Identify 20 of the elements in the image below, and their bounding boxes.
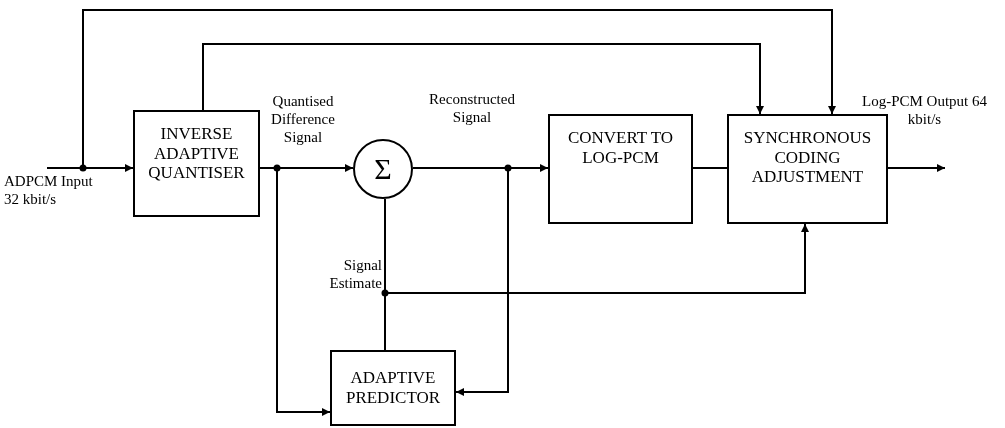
box-label: INVERSE ADAPTIVE QUANTISER: [147, 124, 246, 183]
process-box: [133, 110, 260, 217]
box-label: ADAPTIVE PREDICTOR: [344, 368, 442, 408]
signal-label: Reconstructed Signal: [428, 90, 516, 126]
process-box: [548, 114, 693, 224]
signal-label: Quantised Difference Signal: [270, 92, 336, 146]
arrow: [202, 43, 764, 115]
box-label: CONVERT TO LOG-PCM: [566, 128, 675, 168]
process-box: [727, 114, 888, 224]
signal-label: Log-PCM Output 64 kbit/s: [862, 92, 987, 128]
sum-symbol: Σ: [374, 151, 392, 187]
arrow: [46, 164, 134, 172]
summing-junction-circle: [353, 139, 413, 199]
arrow: [259, 167, 331, 416]
arrow: [887, 164, 946, 172]
signal-label: ADPCM Input 32 kbit/s: [4, 172, 104, 208]
signal-label: Signal Estimate: [328, 256, 382, 292]
box-label: SYNCHRONOUS CODING ADJUSTMENT: [742, 128, 873, 187]
arrow: [412, 167, 509, 396]
process-box: [330, 350, 456, 426]
